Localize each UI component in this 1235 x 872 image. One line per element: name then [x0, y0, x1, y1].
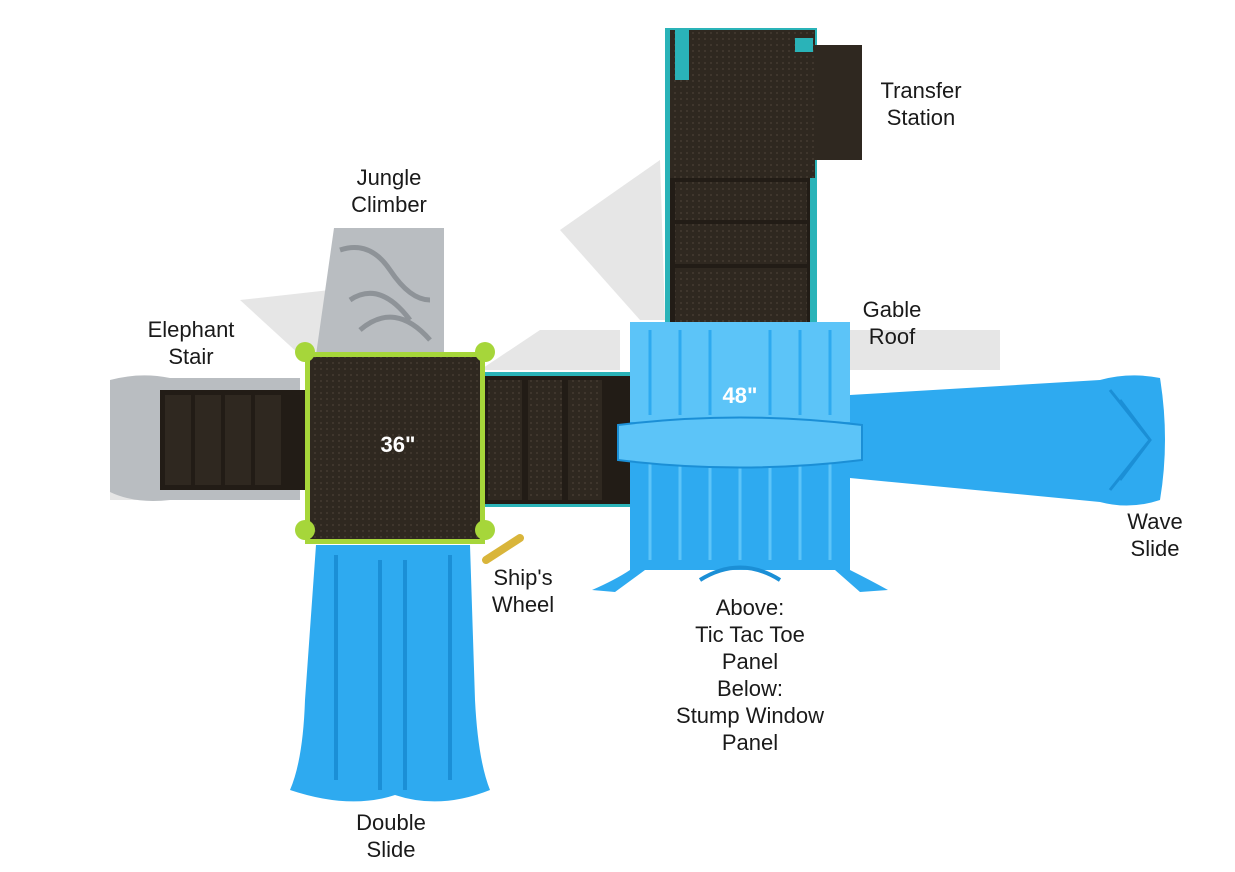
transfer-station	[665, 28, 862, 328]
label-elephant-stair: Elephant Stair	[147, 317, 235, 369]
double-slide-shape	[290, 545, 490, 802]
gable-roof	[592, 322, 888, 592]
wave-slide-shape	[850, 375, 1165, 506]
label-gable-roof: Gable Roof	[862, 297, 922, 349]
label-ships-wheel: Ship's Wheel	[491, 565, 555, 617]
deck-36	[295, 342, 495, 544]
label-transfer-station: Transfer Station	[880, 78, 962, 130]
ships-wheel-shape	[482, 534, 524, 564]
deck-height-36: 36"	[380, 432, 416, 457]
bridge	[480, 372, 640, 507]
label-panel: Above: Tic Tac Toe Panel Below: Stump Wi…	[676, 595, 824, 755]
jungle-climber	[316, 228, 444, 355]
label-jungle-climber: Jungle Climber	[351, 165, 427, 217]
label-double-slide: Double Slide	[356, 810, 426, 862]
deck-height-48: 48"	[722, 383, 758, 408]
label-wave-slide: Wave Slide	[1127, 509, 1183, 561]
elephant-stair	[110, 375, 305, 501]
